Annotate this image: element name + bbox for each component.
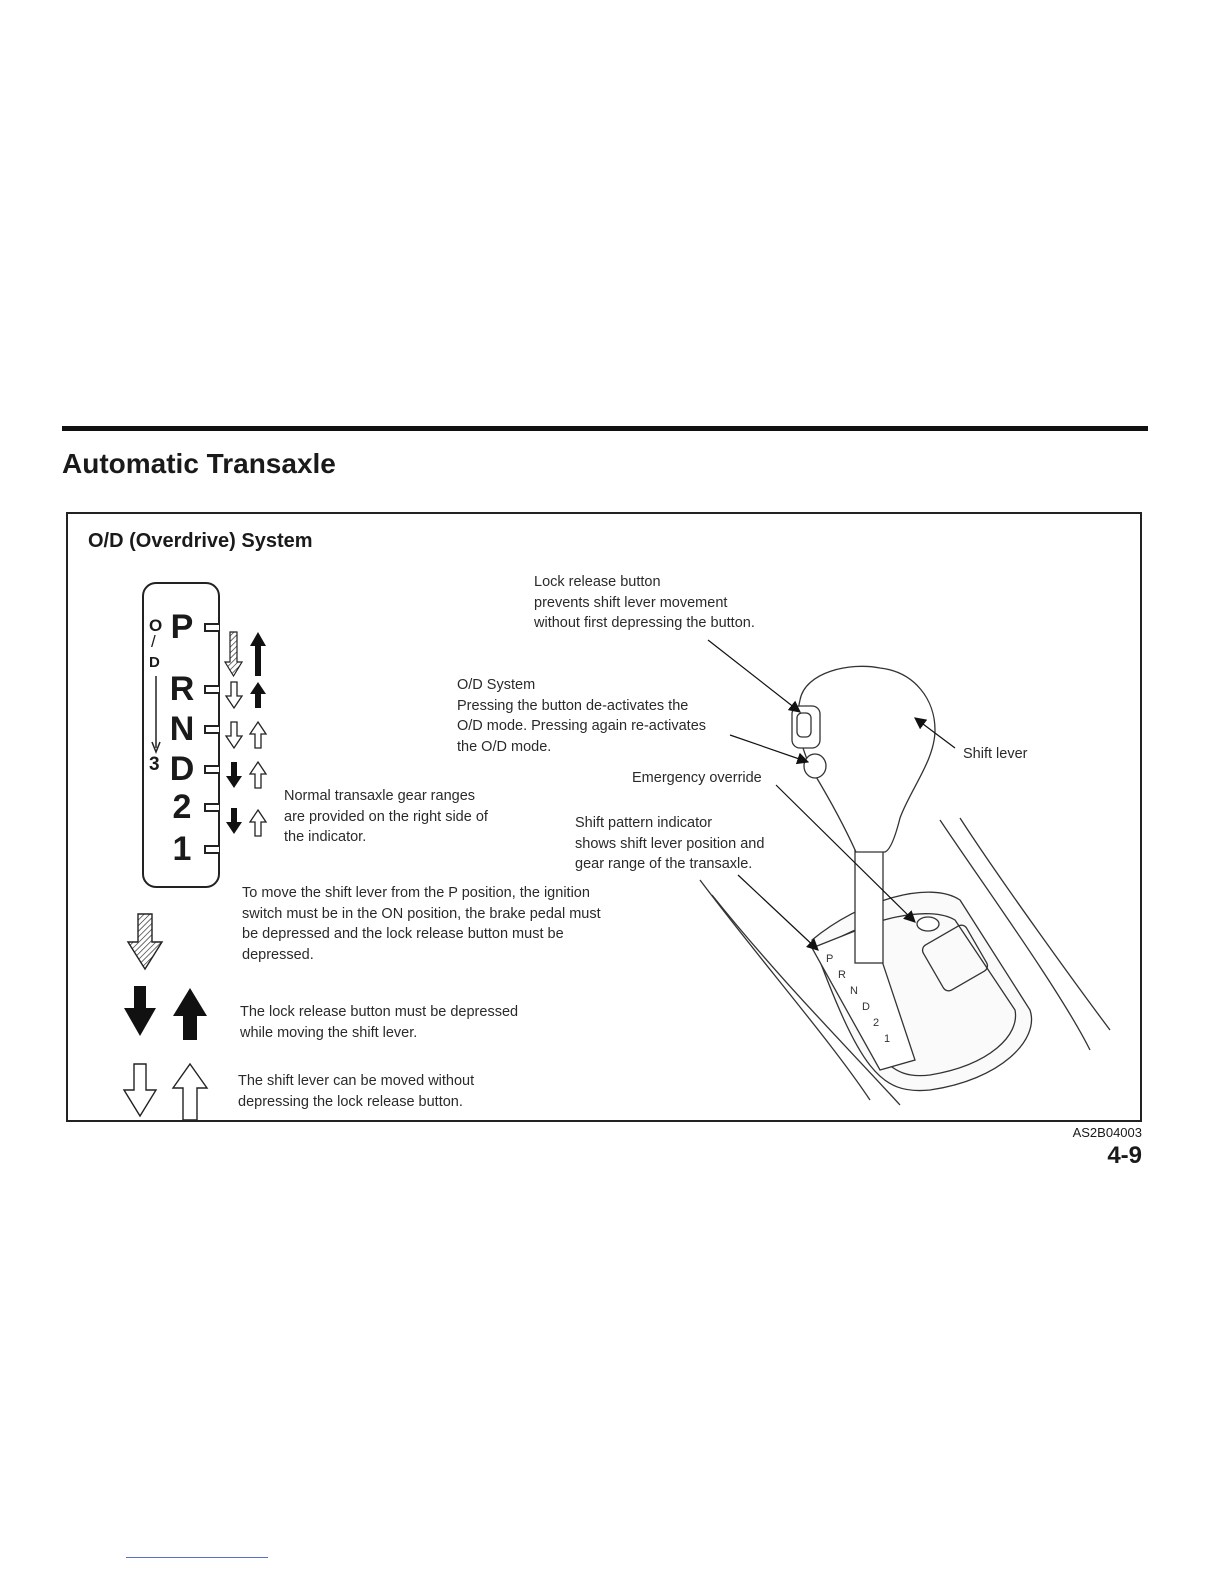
gear-2: 2 (172, 788, 192, 826)
gear-tick-n (204, 725, 219, 734)
page-number: 4-9 (1107, 1142, 1142, 1169)
od-letter-slash: / (151, 632, 156, 651)
header-rule (62, 426, 1148, 431)
svg-text:N: N (850, 985, 858, 997)
gear-d: D (169, 750, 195, 788)
outline-up-arrow-icon (248, 720, 268, 749)
legend-solid-arrows (124, 986, 207, 1040)
outline-down-arrow-icon (122, 1063, 158, 1118)
gear-tick-2 (204, 803, 219, 812)
shift-lever-illustration: P R N D 2 1 (699, 665, 1111, 1106)
outline-down-arrow-icon (224, 681, 244, 710)
gear-tick-1 (204, 845, 219, 854)
footer-link-rule (126, 1557, 268, 1558)
callout-emergency-override: Emergency override (632, 770, 762, 786)
legend-outline-arrows (122, 1062, 209, 1121)
solid-down-arrow-icon (226, 762, 242, 788)
svg-text:R: R (838, 969, 846, 981)
hatched-down-arrow-icon (126, 913, 164, 971)
legend-hatched-arrow (126, 913, 164, 971)
arrow-pair-r (224, 681, 266, 710)
diagram-frame (66, 512, 1142, 1122)
section-title: Automatic Transaxle (62, 448, 336, 479)
legend-outline-text: The shift lever can be moved without dep… (238, 1073, 475, 1110)
od-letter-d: D (149, 654, 160, 671)
outline-down-arrow-icon (224, 721, 244, 750)
shift-indicator-panel (142, 582, 220, 888)
callout-shift-pattern: Shift pattern indicator shows shift leve… (575, 815, 765, 872)
gear-tick-r (204, 685, 219, 694)
solid-up-arrow-icon (250, 632, 266, 676)
callout-od-system: O/D System Pressing the button de-activa… (457, 677, 707, 755)
arrow-pair-2 (226, 808, 268, 837)
gear-n: N (169, 710, 195, 748)
outline-up-arrow-icon (248, 808, 268, 837)
outline-up-arrow-icon (171, 1062, 209, 1121)
od-range-number: 3 (149, 754, 160, 775)
svg-text:P: P (826, 953, 833, 965)
gear-tick-p (204, 623, 219, 632)
arrow-pair-n (224, 720, 268, 750)
hatched-down-arrow-icon (223, 631, 244, 678)
arrow-pair-p (223, 631, 266, 678)
solid-down-arrow-icon (124, 986, 156, 1036)
callout-lock-release: Lock release button prevents shift lever… (534, 574, 755, 631)
arrow-pair-d (226, 760, 268, 789)
gear-r: R (169, 670, 195, 708)
solid-down-arrow-icon (226, 808, 242, 834)
solid-up-arrow-icon (173, 988, 207, 1040)
gear-p: P (170, 608, 194, 646)
gear-1: 1 (172, 830, 192, 868)
legend-hatched-text: To move the shift lever from the P posit… (242, 885, 601, 963)
box-title: O/D (Overdrive) System (88, 530, 313, 552)
outline-up-arrow-icon (248, 760, 268, 789)
leader-lines (707, 639, 956, 951)
svg-text:1: 1 (884, 1033, 890, 1045)
svg-text:2: 2 (873, 1017, 879, 1029)
image-code: AS2B04003 (1072, 1125, 1142, 1140)
callout-shift-lever: Shift lever (963, 746, 1028, 762)
svg-text:D: D (862, 1001, 870, 1013)
legend-solid-text: The lock release button must be depresse… (240, 1004, 519, 1041)
od-range-bracket (151, 676, 161, 755)
callout-normal-ranges: Normal transaxle gear ranges are provide… (284, 788, 488, 845)
od-letter-o: O (149, 616, 163, 635)
solid-up-arrow-icon (250, 682, 266, 708)
gear-tick-d (204, 765, 219, 774)
